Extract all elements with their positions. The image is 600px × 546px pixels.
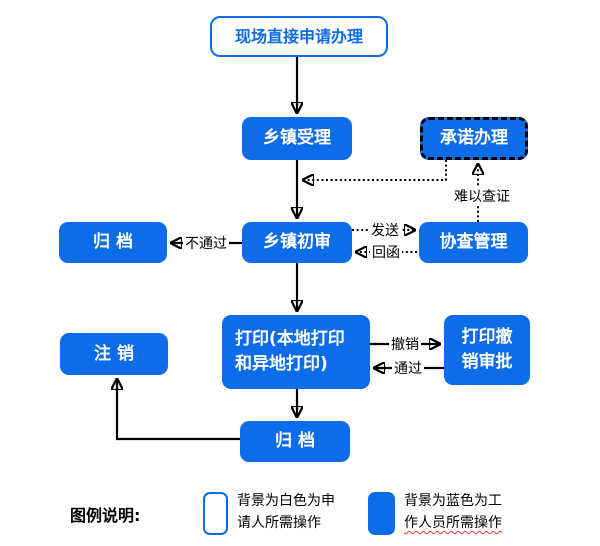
legend-white-text-line2: 请人所需操作 xyxy=(237,515,321,531)
node-review: 乡镇初审 xyxy=(242,222,352,263)
node-cancel-label: 注 销 xyxy=(94,343,134,364)
node-print-label-line2: 和异地打印) xyxy=(235,354,328,374)
arrow-archive-to-cancel xyxy=(117,379,240,441)
node-archive-bottom-label: 归 档 xyxy=(275,431,315,452)
legend-blue-text-line1: 背景为蓝色为工 xyxy=(404,493,502,509)
node-accept: 乡镇受理 xyxy=(242,117,352,160)
node-accept-label: 乡镇受理 xyxy=(263,128,331,149)
node-review-label: 乡镇初审 xyxy=(263,232,331,253)
node-assist: 协查管理 xyxy=(419,222,528,263)
node-print: 打印(本地打印 和异地打印) xyxy=(222,315,370,389)
legend-white-text: 背景为白色为申 请人所需操作 xyxy=(237,490,335,534)
node-promise: 承诺办理 xyxy=(420,117,528,160)
node-print-revoke: 打印撤 销审批 xyxy=(444,315,530,385)
node-apply-label: 现场直接申请办理 xyxy=(234,26,363,46)
edge-label-approve: 通过 xyxy=(392,358,424,378)
edge-label-revoke: 撤销 xyxy=(389,334,421,354)
legend-white-swatch xyxy=(203,492,228,535)
edge-label-reply: 回函 xyxy=(370,242,402,262)
node-print-label-line1: 打印(本地打印 xyxy=(235,329,345,350)
node-promise-label: 承诺办理 xyxy=(440,128,508,149)
node-cancel: 注 销 xyxy=(60,333,168,375)
edge-label-hard-to-verify: 难以查证 xyxy=(452,186,512,206)
node-archive-top-label: 归 档 xyxy=(93,232,133,253)
node-apply: 现场直接申请办理 xyxy=(210,16,388,57)
legend-white-text-line1: 背景为白色为申 xyxy=(237,493,335,509)
node-print-revoke-label-line2: 销审批 xyxy=(461,352,513,372)
dotted-arrow-promise-return xyxy=(303,160,447,180)
node-print-revoke-label-line1: 打印撤 xyxy=(461,327,513,348)
node-archive-bottom: 归 档 xyxy=(240,421,350,462)
legend-blue-swatch xyxy=(368,492,395,535)
edge-label-send: 发送 xyxy=(369,220,401,240)
node-archive-top: 归 档 xyxy=(59,222,167,263)
legend-title: 图例说明: xyxy=(70,506,141,525)
node-assist-label: 协查管理 xyxy=(439,232,508,253)
edge-label-reject: 不通过 xyxy=(183,233,229,253)
legend-blue-text: 背景为蓝色为工 作人员所需操作 xyxy=(404,490,502,534)
legend-blue-text-line2: 作人员所需操作 xyxy=(404,515,502,531)
